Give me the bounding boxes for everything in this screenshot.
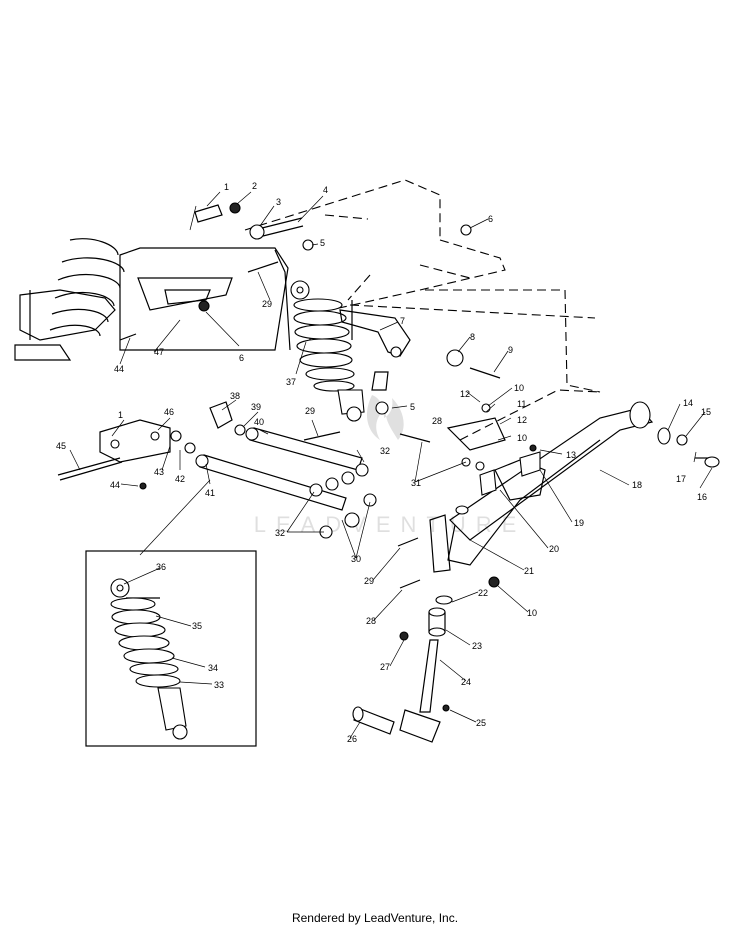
callout-47: 47 <box>154 347 164 357</box>
callout-38: 38 <box>230 391 240 401</box>
callout-46: 46 <box>164 407 174 417</box>
callout-35: 35 <box>192 621 202 631</box>
callout-23: 23 <box>472 641 482 651</box>
hardware <box>57 202 720 712</box>
callout-3: 3 <box>276 197 281 207</box>
callout-9: 9 <box>508 345 513 355</box>
callout-8: 8 <box>470 332 475 342</box>
callout-10c: 10 <box>527 608 537 618</box>
callout-30: 30 <box>351 554 361 564</box>
callout-42: 42 <box>175 474 185 484</box>
callout-43: 43 <box>154 467 164 477</box>
callout-1: 1 <box>224 182 229 192</box>
rod-41 <box>199 454 347 511</box>
callout-22: 22 <box>478 588 488 598</box>
callout-labels: 1 2 3 4 5 6 29 6 47 44 7 8 9 37 5 10 12 … <box>56 181 711 744</box>
callout-13: 13 <box>566 450 576 460</box>
callout-5: 5 <box>320 238 325 248</box>
callout-39: 39 <box>251 402 261 412</box>
callout-2: 2 <box>252 181 257 191</box>
callout-36: 36 <box>156 562 166 572</box>
callout-21: 21 <box>524 566 534 576</box>
arm-7 <box>339 309 411 391</box>
plate-46 <box>99 419 171 463</box>
left-spring <box>49 238 125 337</box>
watermark: LEADVENTURE <box>254 395 527 537</box>
callout-12: 12 <box>460 389 470 399</box>
callout-10b: 10 <box>517 433 527 443</box>
callout-5b: 5 <box>410 402 415 412</box>
a-frame-18 <box>429 401 654 573</box>
callout-34: 34 <box>208 663 218 673</box>
frame-outline <box>244 179 601 441</box>
callout-29: 29 <box>262 299 272 309</box>
footer-credit: Rendered by LeadVenture, Inc. <box>291 911 459 925</box>
inset-shock-detail <box>85 479 257 747</box>
callout-33: 33 <box>214 680 224 690</box>
pin-26 <box>352 706 395 735</box>
left-suspension <box>14 238 125 361</box>
callout-40: 40 <box>254 417 264 427</box>
callout-24: 24 <box>461 677 471 687</box>
callout-12b: 12 <box>517 415 527 425</box>
callout-6: 6 <box>488 214 493 224</box>
callout-4: 4 <box>323 185 328 195</box>
callout-26: 26 <box>347 734 357 744</box>
callout-41: 41 <box>205 488 215 498</box>
bracket-38 <box>209 401 233 429</box>
callout-28b: 28 <box>432 416 442 426</box>
callout-29c: 29 <box>305 406 315 416</box>
callout-44b: 44 <box>110 480 120 490</box>
callout-32b: 32 <box>380 446 390 456</box>
control-rods <box>195 427 363 511</box>
callout-11: 11 <box>517 399 526 409</box>
callout-16: 16 <box>697 492 707 502</box>
leader-lines <box>69 191 713 739</box>
callout-19: 19 <box>574 518 584 528</box>
callout-28: 28 <box>366 616 376 626</box>
callout-20: 20 <box>549 544 559 554</box>
callout-1b: 1 <box>118 410 123 420</box>
rod-40 <box>249 427 363 471</box>
mount-bracket-frame <box>119 247 291 351</box>
callout-31: 31 <box>411 478 421 488</box>
callout-7: 7 <box>400 316 405 326</box>
callout-29b: 29 <box>364 576 374 586</box>
shock-absorber-37 <box>290 280 365 422</box>
callout-14: 14 <box>683 398 693 408</box>
callout-18: 18 <box>632 480 642 490</box>
spindle-24 <box>399 607 446 743</box>
callout-44: 44 <box>114 364 124 374</box>
callout-32: 32 <box>275 528 285 538</box>
callout-37: 37 <box>286 377 296 387</box>
callout-25: 25 <box>476 718 486 728</box>
callout-15: 15 <box>701 407 711 417</box>
callout-6b: 6 <box>239 353 244 363</box>
callout-10: 10 <box>514 383 524 393</box>
callout-45: 45 <box>56 441 66 451</box>
watermark-text: LEADVENTURE <box>254 512 527 537</box>
callout-17: 17 <box>676 474 686 484</box>
callout-27: 27 <box>380 662 390 672</box>
